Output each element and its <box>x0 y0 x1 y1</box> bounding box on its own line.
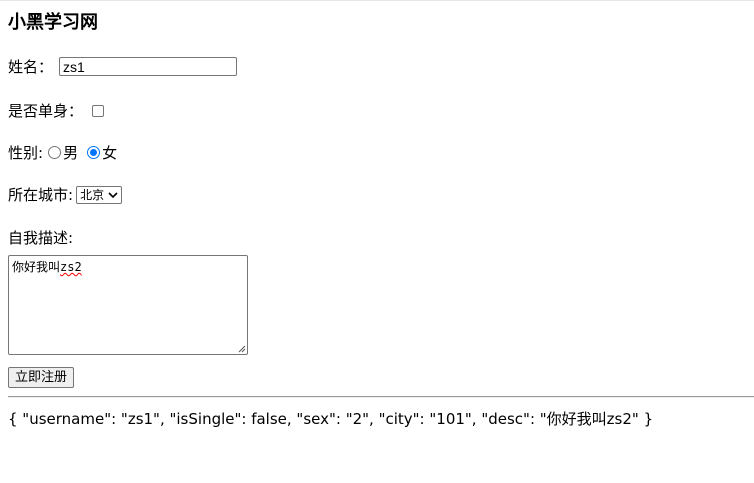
sex-label: 性别: <box>8 144 44 162</box>
username-input[interactable] <box>59 57 238 76</box>
username-label: 姓名： <box>8 58 54 76</box>
submit-button[interactable]: 立即注册 <box>8 367 75 388</box>
desc-text-suffix: zs2 <box>60 260 82 274</box>
city-select[interactable]: 北京 <box>76 185 123 204</box>
divider <box>8 396 754 398</box>
resize-handle-icon[interactable] <box>238 345 246 353</box>
sex-option-male-label: 男 <box>63 144 79 162</box>
app-root: 小黑学习网 <box>0 1 754 36</box>
sex-radio-male[interactable] <box>48 146 62 159</box>
sex-option-male[interactable]: 男 <box>48 142 78 163</box>
chevron-down-icon <box>108 191 118 198</box>
sex-row: 性别: 男 女 <box>8 142 117 163</box>
city-label: 所在城市: <box>8 186 74 204</box>
desc-textarea[interactable]: 你好我叫zs2 <box>8 255 248 355</box>
desc-row: 自我描述: <box>8 227 73 248</box>
sex-option-female[interactable]: 女 <box>87 142 117 163</box>
desc-text-prefix: 你好我叫 <box>12 260 61 274</box>
username-row: 姓名： <box>8 56 238 77</box>
desc-label: 自我描述: <box>8 229 74 247</box>
page-title: 小黑学习网 <box>8 12 98 33</box>
single-label: 是否单身： <box>8 102 84 120</box>
sex-option-female-label: 女 <box>102 144 118 162</box>
json-output: { "username": "zs1", "isSingle": false, … <box>8 410 654 428</box>
sex-radio-female[interactable] <box>87 146 101 159</box>
single-row: 是否单身： <box>8 100 105 121</box>
city-row: 所在城市: 北京 <box>8 184 123 205</box>
single-checkbox[interactable] <box>92 104 105 117</box>
city-select-value: 北京 <box>80 188 105 202</box>
